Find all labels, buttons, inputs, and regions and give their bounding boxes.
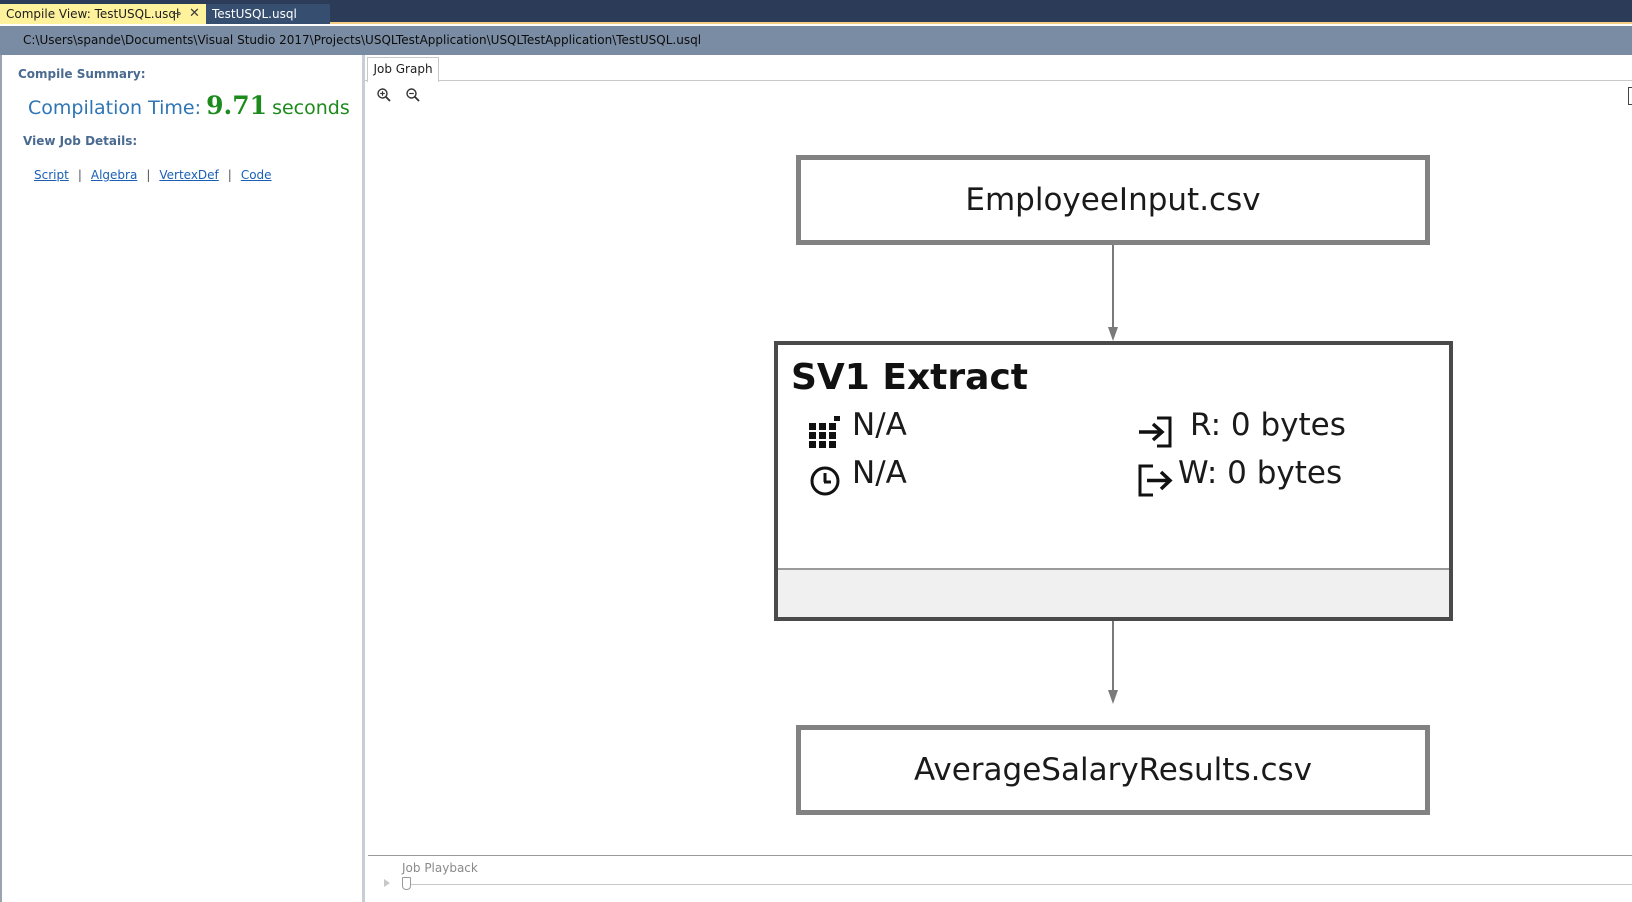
compile-summary-panel: Compile Summary: Compilation Time: 9.71 … — [0, 55, 365, 902]
tab-testusql[interactable]: TestUSQL.usql — [206, 4, 330, 24]
file-path-bar: C:\Users\spande\Documents\Visual Studio … — [0, 26, 1632, 55]
write-arrow-icon — [1137, 464, 1173, 502]
compile-summary-heading: Compile Summary: — [18, 67, 146, 81]
compilation-time: Compilation Time: 9.71 seconds — [28, 91, 350, 120]
graph-node-output[interactable]: AverageSalaryResults.csv — [796, 725, 1430, 815]
job-graph-area: Job Graph EmployeeInput.csv SV1 Extract — [365, 55, 1632, 902]
graph-tab-bar: Job Graph — [365, 55, 1632, 82]
stage-title: SV1 Extract — [791, 357, 1028, 398]
compilation-time-label: Compilation Time: — [28, 97, 201, 119]
view-job-details-heading: View Job Details: — [23, 134, 138, 148]
job-playback-label: Job Playback — [402, 861, 478, 875]
zoom-in-icon[interactable] — [376, 87, 392, 103]
tab-job-graph[interactable]: Job Graph — [367, 57, 439, 82]
arrowhead-icon — [1108, 327, 1118, 341]
scroll-edge-marker — [1628, 87, 1632, 105]
document-tab-strip: Compile View: TestUSQL.usql ⊸ ✕ TestUSQL… — [0, 0, 1632, 24]
close-icon[interactable]: ✕ — [189, 6, 200, 21]
read-arrow-icon — [1137, 416, 1173, 452]
file-path: C:\Users\spande\Documents\Visual Studio … — [23, 33, 702, 47]
clock-icon — [809, 465, 841, 501]
link-separator: | — [77, 168, 82, 182]
tab-compile-view-label: Compile View: TestUSQL.usql — [6, 7, 180, 21]
play-icon[interactable] — [384, 879, 390, 887]
algebra-link[interactable]: Algebra — [90, 168, 138, 182]
vertexdef-link[interactable]: VertexDef — [159, 168, 219, 182]
pin-icon[interactable]: ⊸ — [172, 7, 182, 20]
zoom-out-icon[interactable] — [405, 87, 421, 103]
compilation-time-value: 9.71 — [206, 91, 267, 120]
grid-icon — [809, 416, 841, 452]
code-link[interactable]: Code — [240, 168, 272, 182]
graph-node-stage[interactable]: SV1 Extract N/A N/A — [774, 341, 1453, 621]
job-playback-bar: Job Playback — [368, 855, 1632, 902]
stage-vertices-value: N/A — [852, 407, 907, 443]
tab-compile-view[interactable]: Compile View: TestUSQL.usql ⊸ ✕ — [0, 4, 206, 24]
stage-progress-footer — [778, 568, 1449, 617]
script-link[interactable]: Script — [34, 168, 69, 182]
tab-testusql-label: TestUSQL.usql — [212, 7, 297, 21]
link-separator: | — [146, 168, 151, 182]
tab-job-graph-label: Job Graph — [373, 62, 433, 76]
stage-write-value: W: 0 bytes — [1178, 455, 1343, 491]
graph-edges — [1108, 245, 1118, 704]
input-node-label: EmployeeInput.csv — [965, 182, 1261, 218]
output-node-label: AverageSalaryResults.csv — [913, 752, 1312, 788]
link-separator: | — [227, 168, 232, 182]
graph-node-input[interactable]: EmployeeInput.csv — [796, 155, 1430, 245]
stage-time-value: N/A — [852, 455, 907, 491]
job-details-links: Script | Algebra | VertexDef | Code — [34, 168, 272, 182]
playback-slider-thumb[interactable] — [402, 877, 411, 890]
playback-slider-track[interactable] — [406, 884, 1632, 885]
compilation-time-unit: seconds — [272, 97, 350, 119]
stage-read-value: R: 0 bytes — [1190, 407, 1346, 443]
arrowhead-icon — [1108, 690, 1118, 704]
